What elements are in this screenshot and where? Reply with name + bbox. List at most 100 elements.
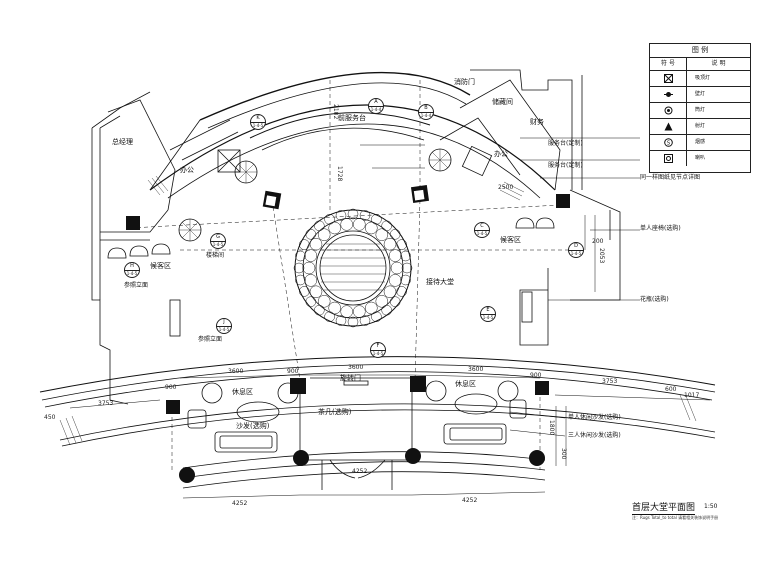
rotunda-petal bbox=[359, 315, 371, 326]
dim-900-b: 900 bbox=[287, 368, 299, 375]
left-window-box bbox=[169, 299, 181, 337]
dim-600: 600 bbox=[665, 386, 677, 393]
rotunda-petal bbox=[302, 261, 316, 275]
label-waiting-right: 候客区 bbox=[500, 236, 521, 244]
rotunda-petal bbox=[335, 315, 347, 326]
svg-text:S: S bbox=[666, 141, 669, 147]
shaft-right bbox=[461, 145, 493, 177]
rotunda-petal bbox=[314, 220, 325, 232]
door-swing-left bbox=[329, 459, 356, 479]
legend-row: 喇叭 bbox=[650, 151, 750, 166]
label-fire-door: 消防门 bbox=[454, 78, 475, 86]
dimension-lines bbox=[69, 215, 711, 499]
dim-1728: 1728 bbox=[336, 166, 343, 182]
right-wing-wall bbox=[459, 79, 561, 191]
legend-header: 符 号 说 明 bbox=[650, 58, 750, 71]
drawing-note: 注：Rugs Total_to total 请看相关装饰说明手册 bbox=[632, 515, 719, 520]
rotunda-petal bbox=[389, 229, 401, 240]
callout-node-detail: 同一样图纸见节点详图 bbox=[640, 174, 701, 181]
dim-3600-c: 3600 bbox=[468, 366, 484, 373]
left-wing-outline bbox=[91, 128, 129, 405]
lower-arc-1 bbox=[182, 451, 546, 469]
rotunda-petal bbox=[389, 296, 401, 307]
rotunda-petal bbox=[353, 305, 366, 318]
rotunda-petal bbox=[295, 274, 306, 286]
rotunda-petal bbox=[365, 301, 378, 315]
facade-arc-5 bbox=[61, 409, 716, 447]
label-side-right: 储藏间 bbox=[492, 98, 513, 106]
rotunda-petal bbox=[305, 296, 317, 307]
label-revolving-door: 旋转门 bbox=[340, 374, 361, 382]
label-service-2: 服务台(定制) bbox=[548, 162, 583, 169]
spotlight-icon bbox=[650, 119, 687, 134]
rotunda-petal bbox=[305, 229, 317, 240]
label-office-left: 办公 bbox=[180, 166, 194, 174]
downlight-icon bbox=[650, 103, 687, 118]
facade-arc-1 bbox=[39, 356, 716, 393]
dim-200: 200 bbox=[592, 238, 604, 245]
rotunda-petal bbox=[371, 311, 382, 322]
dim-3753-b: 3753 bbox=[602, 378, 618, 385]
facade-arc-2 bbox=[41, 363, 716, 401]
legend-desc: 壁灯 bbox=[695, 91, 706, 97]
legend-row: 壁灯 bbox=[650, 87, 750, 103]
label-service: 服务台(定制) bbox=[548, 140, 583, 147]
label-lounge-right: 休息区 bbox=[455, 380, 476, 388]
rotunda-petal bbox=[304, 274, 318, 287]
rotunda-petal bbox=[309, 285, 323, 299]
rotunda-petal bbox=[314, 304, 325, 316]
dim-900-a: 900 bbox=[165, 384, 177, 391]
legend-table: 图 例 符 号 说 明 吸顶灯 壁灯 筒灯 射灯 S 烟感 喇叭 bbox=[649, 43, 751, 173]
legend-row: 射灯 bbox=[650, 119, 750, 135]
columns bbox=[126, 184, 570, 483]
legend-row: S 烟感 bbox=[650, 135, 750, 151]
rotunda-petal bbox=[353, 218, 366, 231]
label-main-hall: 接待大堂 bbox=[426, 278, 454, 286]
rotunda-petal bbox=[328, 221, 341, 235]
legend-row: 吸顶灯 bbox=[650, 71, 750, 87]
label-coffee-table: 茶几(选购) bbox=[318, 408, 352, 416]
rotunda-petal bbox=[324, 214, 335, 225]
waiting-chairs-left bbox=[107, 217, 555, 259]
rotunda-petal bbox=[396, 286, 407, 297]
rotunda-petal bbox=[375, 228, 389, 241]
vestibule bbox=[299, 378, 413, 461]
label-stair: 楼梯间 bbox=[206, 252, 225, 259]
legend-desc: 筒灯 bbox=[695, 107, 706, 113]
label-ref-left-2: 参照立面 bbox=[198, 336, 223, 343]
drawing-title: 首层大堂平面图 bbox=[632, 500, 696, 515]
callout-triple-sofa: 三人休闲沙发(选购) bbox=[568, 432, 621, 439]
rotunda-petal bbox=[390, 261, 404, 275]
rotunda-petal bbox=[400, 274, 411, 286]
wall-lamp-icon bbox=[650, 87, 687, 102]
dim-450: 450 bbox=[44, 414, 56, 421]
rotunda-outer-ring bbox=[294, 209, 412, 327]
desk-counter-inner bbox=[261, 127, 425, 151]
wall-b bbox=[181, 131, 239, 161]
leader-lines bbox=[360, 137, 640, 437]
dim-4252-b: 4252 bbox=[352, 468, 368, 475]
dim-1017: 1017 bbox=[684, 392, 700, 399]
left-top-wall bbox=[91, 91, 151, 129]
rotunda-petal bbox=[401, 262, 413, 274]
smoke-detector-icon: S bbox=[650, 135, 687, 150]
dim-2053: 2053 bbox=[598, 248, 605, 264]
facade-arc-4 bbox=[59, 403, 716, 441]
door-swing-right bbox=[357, 459, 386, 479]
rotunda-petal bbox=[293, 262, 305, 274]
label-side-left: 总经理 bbox=[112, 138, 133, 146]
shaft-left bbox=[217, 149, 241, 173]
rotunda-petal bbox=[299, 239, 310, 250]
rotunda-inner-ring bbox=[315, 230, 391, 306]
dim-3600-b: 3600 bbox=[348, 364, 364, 371]
